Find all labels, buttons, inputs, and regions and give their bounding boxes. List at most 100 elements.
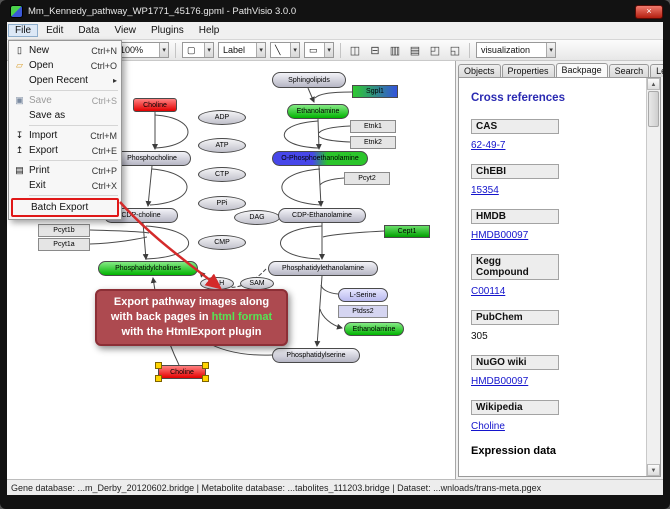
node-pcyt1b[interactable]: Pcyt1b (38, 224, 90, 237)
zoom-select[interactable]: 100%▾ (114, 42, 169, 58)
visualization-select[interactable]: visualization▾ (475, 42, 556, 58)
backpage-value: 305 (471, 331, 488, 342)
node-o-phosphoethanolamine[interactable]: O-Phosphoethanolamine (272, 151, 368, 166)
menu-data[interactable]: Data (78, 25, 100, 36)
node-ethanolamine[interactable]: Ethanolamine (287, 104, 349, 119)
chevron-down-icon: ▾ (256, 43, 265, 57)
node-sgpl1[interactable]: Sgpl1 (352, 85, 398, 98)
node-ethanolamine-2[interactable]: Ethanolamine (344, 322, 404, 336)
selection-handle[interactable] (155, 375, 162, 382)
node-sphingolipids[interactable]: Sphingolipids (272, 72, 346, 88)
selection-handle[interactable] (202, 362, 209, 369)
backpage-link[interactable]: HMDB00097 (471, 376, 529, 387)
node-atp[interactable]: ATP (198, 138, 246, 153)
backpage-section-header: PubChem (471, 310, 559, 325)
open-folder-icon: ▱ (16, 60, 23, 70)
node-sam[interactable]: SAM (240, 277, 274, 290)
tab-properties[interactable]: Properties (501, 64, 555, 77)
backpage-scrollbar[interactable]: ▲ ▼ (646, 78, 660, 476)
node-phosphocholine[interactable]: Phosphocholine (113, 151, 191, 166)
label-select[interactable]: Label ▾ (217, 42, 266, 58)
tab-backpage[interactable]: Backpage (555, 63, 608, 77)
line-select-value: ╲ (274, 44, 281, 55)
chevron-down-icon: ▾ (324, 43, 333, 57)
annotation-text-highlight: html format (211, 311, 273, 324)
scroll-down-icon[interactable]: ▼ (647, 464, 660, 476)
menu-plugins[interactable]: Plugins (150, 25, 184, 36)
file-menu-item-save-as[interactable]: Save as (9, 108, 121, 123)
datanode-select[interactable]: ▢▾ (181, 42, 214, 58)
visualization-select-value: visualization (480, 45, 530, 55)
backpage-link[interactable]: 62-49-7 (471, 140, 506, 151)
node-pcyt1a[interactable]: Pcyt1a (38, 238, 90, 251)
node-phosphatidylserine[interactable]: Phosphatidylserine (272, 348, 360, 363)
file-menu-item-open-recent[interactable]: Open Recent▸ (9, 73, 121, 88)
distribute-horizontal-icon[interactable]: ▥ (389, 44, 401, 57)
menu-separator (29, 195, 118, 196)
backpage-link[interactable]: C00114 (471, 286, 506, 297)
bring-to-front-icon[interactable]: ◰ (429, 44, 441, 57)
node-phosphatidylcholines[interactable]: Phosphatidylcholines (98, 261, 198, 276)
node-choline[interactable]: Choline (133, 98, 177, 112)
annotation-text-after: with the HtmlExport plugin (121, 325, 262, 338)
file-menu-item-shortcut: Ctrl+N (91, 45, 117, 56)
title-bar[interactable]: Mm_Kennedy_pathway_WP1771_45176.gpml - P… (7, 3, 663, 20)
node-ppi[interactable]: PPi (198, 196, 246, 211)
node-etnk2[interactable]: Etnk2 (350, 136, 396, 149)
backpage-link[interactable]: Choline (471, 421, 505, 432)
line-select[interactable]: ╲▾ (269, 42, 300, 58)
file-menu-item-batch-export[interactable]: Batch Export (11, 198, 119, 217)
menu-view[interactable]: View (114, 25, 136, 36)
node-l-serine[interactable]: L-Serine (338, 288, 388, 302)
file-menu-item-shortcut: Ctrl+X (91, 180, 117, 191)
distribute-vertical-icon[interactable]: ▤ (409, 44, 421, 57)
node-dag[interactable]: DAG (234, 210, 280, 225)
node-etnk1[interactable]: Etnk1 (350, 120, 396, 133)
file-menu-item-shortcut: Ctrl+S (91, 95, 117, 106)
shape-select[interactable]: ▭▾ (303, 42, 334, 58)
node-choline-2[interactable]: Choline (155, 362, 209, 382)
backpage-link[interactable]: 15354 (471, 185, 499, 196)
menu-help[interactable]: Help (198, 25, 220, 36)
selection-handle[interactable] (155, 362, 162, 369)
annotation-text-before: Export pathway images along with back pa… (110, 296, 270, 324)
node-cdp-ethanolamine[interactable]: CDP-Ethanolamine (278, 208, 366, 223)
align-vertical-icon[interactable]: ⊟ (370, 44, 380, 57)
menu-file[interactable]: File (8, 24, 39, 37)
file-menu-item-label: Import (29, 130, 58, 141)
tab-search[interactable]: Search (608, 64, 650, 77)
backpage-link[interactable]: HMDB00097 (471, 230, 529, 241)
node-ctp[interactable]: CTP (198, 167, 246, 182)
close-button[interactable]: × (635, 4, 663, 19)
node-cmp[interactable]: CMP (198, 235, 246, 250)
tab-legend[interactable]: Legend (650, 64, 663, 77)
backpage-section-header: Kegg Compound (471, 254, 559, 280)
node-ptdss2[interactable]: Ptdss2 (338, 305, 388, 318)
scroll-up-icon[interactable]: ▲ (647, 78, 660, 90)
send-to-back-icon[interactable]: ◱ (449, 44, 461, 57)
node-phosphatidylethanolamine[interactable]: Phosphatidylethanolamine (268, 261, 378, 276)
align-horizontal-icon[interactable]: ◫ (349, 44, 361, 57)
tab-objects[interactable]: Objects (458, 64, 501, 77)
selection-handle[interactable] (202, 375, 209, 382)
menu-edit[interactable]: Edit (46, 25, 64, 36)
label-select-value: Label (222, 45, 245, 55)
scrollbar-thumb[interactable] (648, 91, 659, 127)
node-adp[interactable]: ADP (198, 110, 246, 125)
node-pcyt2[interactable]: Pcyt2 (344, 172, 390, 185)
node-cept1[interactable]: Cept1 (384, 225, 430, 238)
